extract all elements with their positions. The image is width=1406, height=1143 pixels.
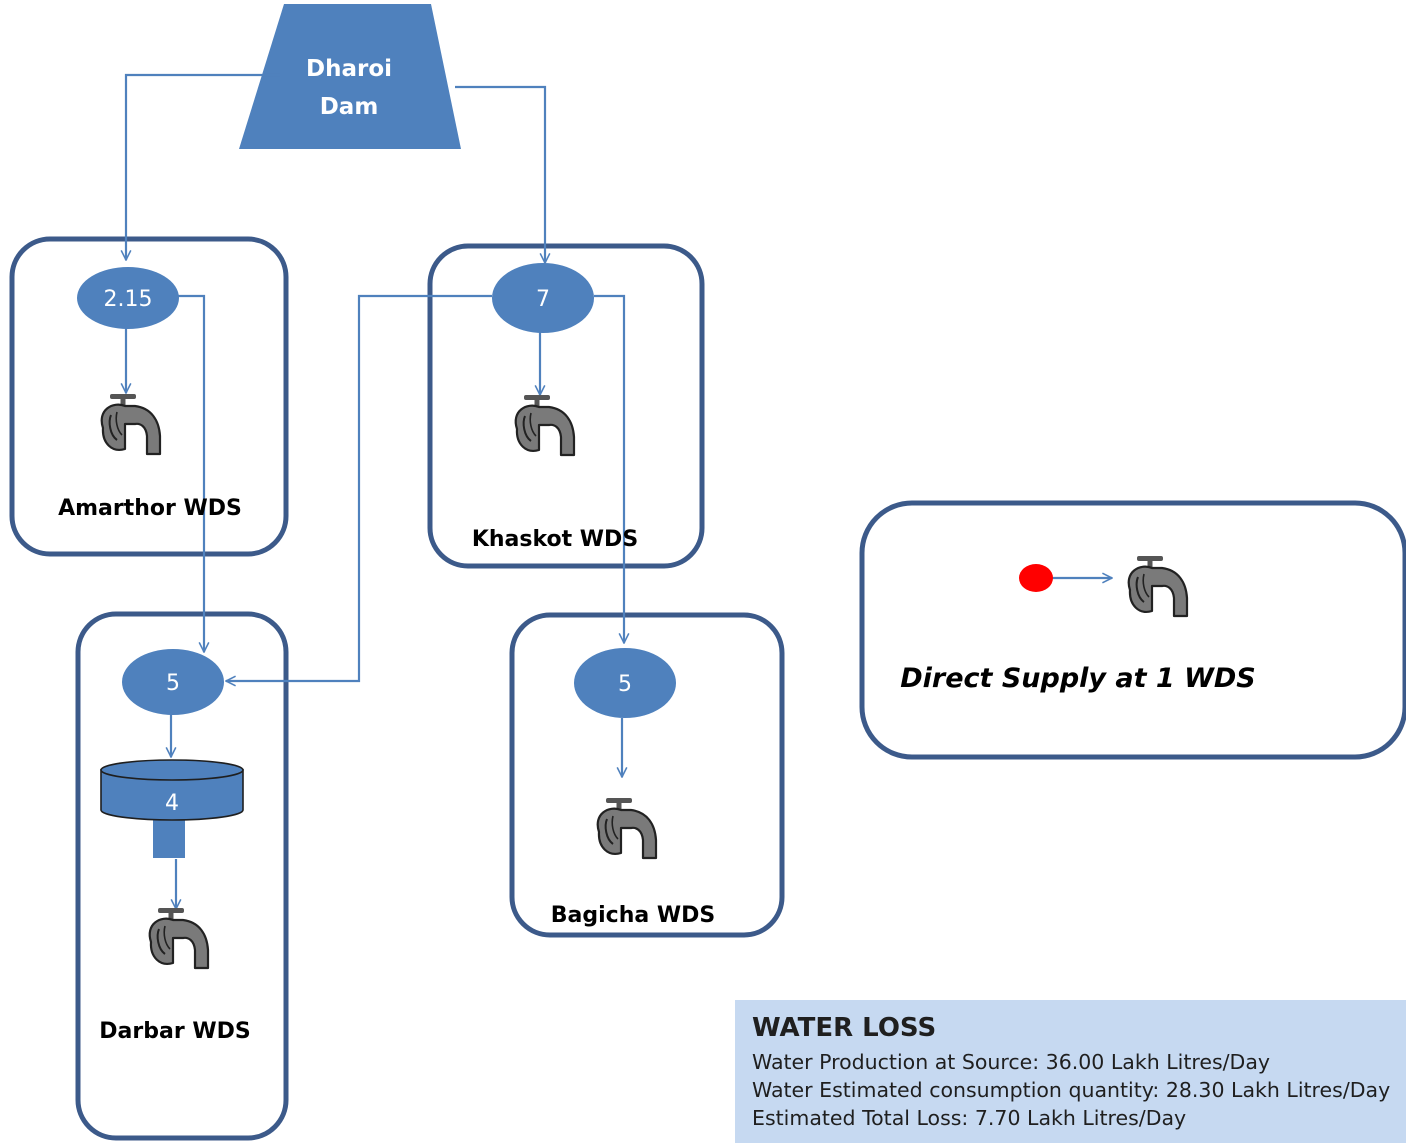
khaskot-label: Khaskot WDS xyxy=(472,527,638,552)
water-production-line: Water Production at Source: 36.00 Lakh L… xyxy=(752,1050,1271,1074)
flow-dam-to-khaskot xyxy=(455,85,545,263)
darbar-node-value: 5 xyxy=(166,671,180,696)
darbar-label: Darbar WDS xyxy=(99,1019,250,1044)
amarthor-label: Amarthor WDS xyxy=(58,496,242,521)
water-loss-title: WATER LOSS xyxy=(752,1013,937,1043)
dam-label-line2: Dam xyxy=(320,94,379,120)
water-total-loss-line: Estimated Total Loss: 7.70 Lakh Litres/D… xyxy=(752,1106,1187,1130)
flow-dam-to-amarthor xyxy=(126,73,280,260)
tank-value: 4 xyxy=(165,791,179,816)
legend-direct-supply-dot xyxy=(1019,564,1053,592)
khaskot-node xyxy=(492,263,594,333)
flow-khaskot-to-darbar xyxy=(226,294,492,681)
amarthor-node xyxy=(77,267,179,329)
flow-khaskot-to-bagicha xyxy=(594,294,624,643)
dam-label-line1: Dharoi xyxy=(306,56,392,82)
legend-label: Direct Supply at 1 WDS xyxy=(900,663,1256,694)
overhead-tank xyxy=(100,759,244,858)
amarthor-wds-box xyxy=(9,236,289,557)
water-consumption-line: Water Estimated consumption quantity: 28… xyxy=(752,1078,1391,1102)
legend-box xyxy=(859,500,1406,760)
dharoi-dam-shape xyxy=(239,4,461,149)
flow-amarthor-to-darbar xyxy=(177,294,204,652)
khaskot-node-value: 7 xyxy=(536,287,550,312)
water-loss-panel: WATER LOSS Water Production at Source: 3… xyxy=(735,1000,1406,1143)
bagicha-node-value: 5 xyxy=(618,672,632,697)
darbar-wds-box xyxy=(75,611,289,1141)
darbar-node xyxy=(122,649,224,715)
bagicha-node xyxy=(574,648,676,718)
khaskot-wds-box xyxy=(427,243,705,569)
bagicha-label: Bagicha WDS xyxy=(551,903,715,928)
amarthor-node-value: 2.15 xyxy=(104,287,153,312)
